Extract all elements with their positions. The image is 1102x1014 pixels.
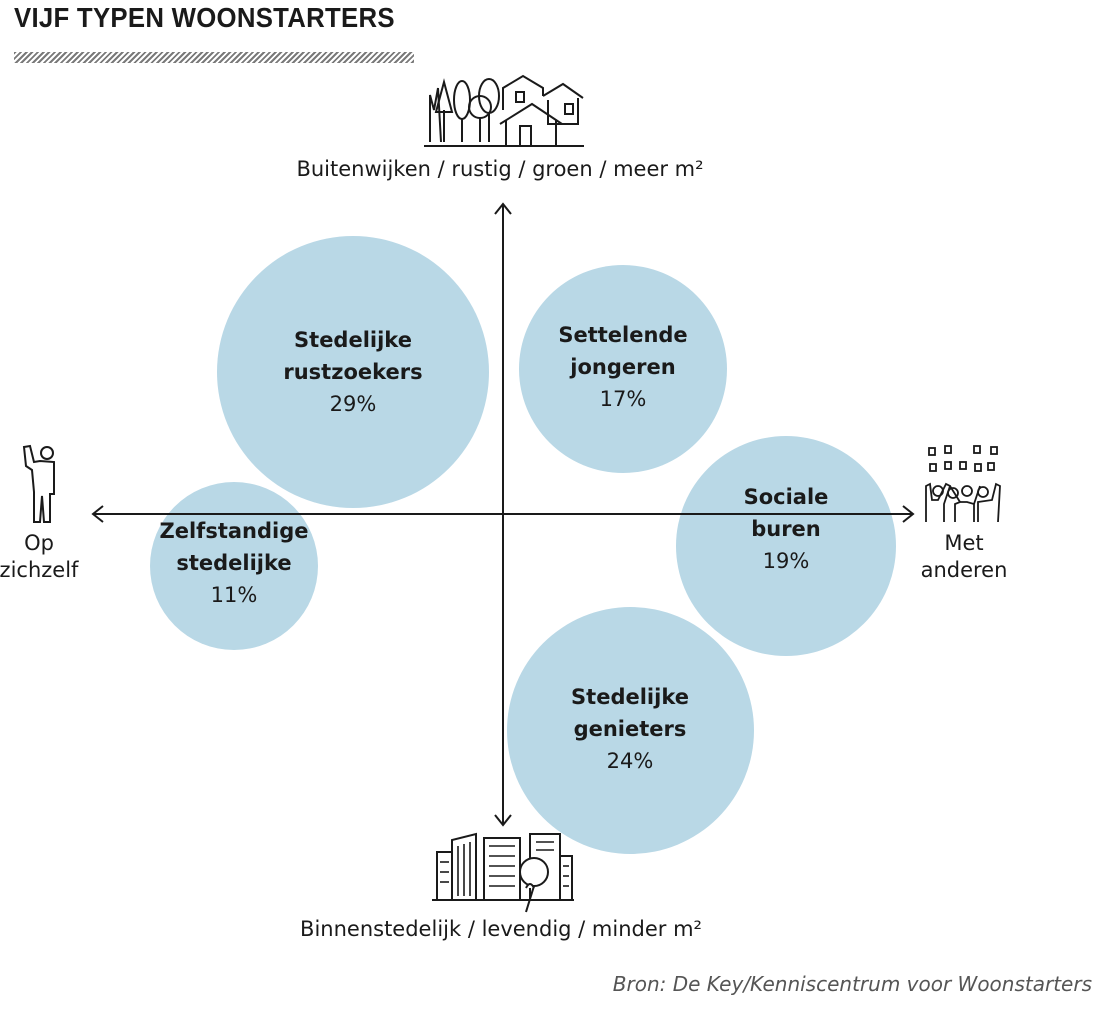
bubble-percentage: 24% [606, 749, 654, 773]
bubble-sociale-buren [676, 436, 896, 656]
bubble-name-line2: jongeren [570, 355, 676, 379]
suburb-houses-trees-icon [424, 74, 584, 147]
axis-label-right-line2: anderen [920, 558, 1008, 582]
source-credit: Bron: De Key/Kenniscentrum voor Woonstar… [612, 972, 1092, 996]
bubble-name-line1: Stedelijke [571, 685, 689, 709]
bubble-name-line2: genieters [573, 717, 687, 741]
horizontal-axis [91, 505, 915, 523]
city-buildings-icon [432, 832, 574, 913]
bubble-name-line2: rustzoekers [283, 360, 423, 384]
bubble-percentage: 17% [599, 387, 647, 411]
bubble-percentage: 19% [762, 549, 810, 573]
title-underline [14, 52, 414, 63]
bubble-percentage: 11% [210, 583, 258, 607]
bubble-label-sociale-buren: Sociale buren 19% [744, 481, 829, 577]
bubble-stedelijke-genieters [507, 607, 754, 854]
axis-label-left: Op zichzelf [0, 530, 78, 584]
axis-label-left-line2: zichzelf [0, 558, 79, 582]
group-people-icon [925, 445, 1001, 523]
bubble-stedelijke-rustzoekers [217, 236, 489, 508]
bubble-name-line2: stedelijke [176, 551, 292, 575]
bubble-name-line1: Settelende [558, 323, 688, 347]
bubble-name-line1: Stedelijke [294, 328, 412, 352]
axis-label-right: Met anderen [921, 530, 1008, 584]
axis-label-right-line1: Met [944, 531, 984, 555]
axis-label-top: Buitenwijken / rustig / groen / meer m² [296, 157, 704, 181]
axis-label-bottom: Binnenstedelijk / levendig / minder m² [300, 917, 702, 941]
bubble-name-line2: buren [751, 517, 821, 541]
bubble-settelende-jongeren [519, 265, 727, 473]
bubble-label-zelfstandige-stedelijke: Zelfstandige stedelijke 11% [160, 515, 309, 611]
bubble-label-stedelijke-genieters: Stedelijke genieters 24% [571, 681, 689, 777]
bubble-label-settelende-jongeren: Settelende jongeren 17% [558, 319, 687, 415]
bubble-zelfstandige-stedelijke [150, 482, 318, 650]
axis-label-left-line1: Op [24, 531, 54, 555]
single-person-icon [22, 444, 55, 523]
bubble-percentage: 29% [329, 392, 377, 416]
bubble-label-stedelijke-rustzoekers: Stedelijke rustzoekers 29% [283, 324, 422, 420]
page-title: VIJF TYPEN WOONSTARTERS [14, 2, 395, 33]
bubble-name-line1: Sociale [743, 485, 829, 509]
bubble-name-line1: Zelfstandige [159, 519, 309, 543]
